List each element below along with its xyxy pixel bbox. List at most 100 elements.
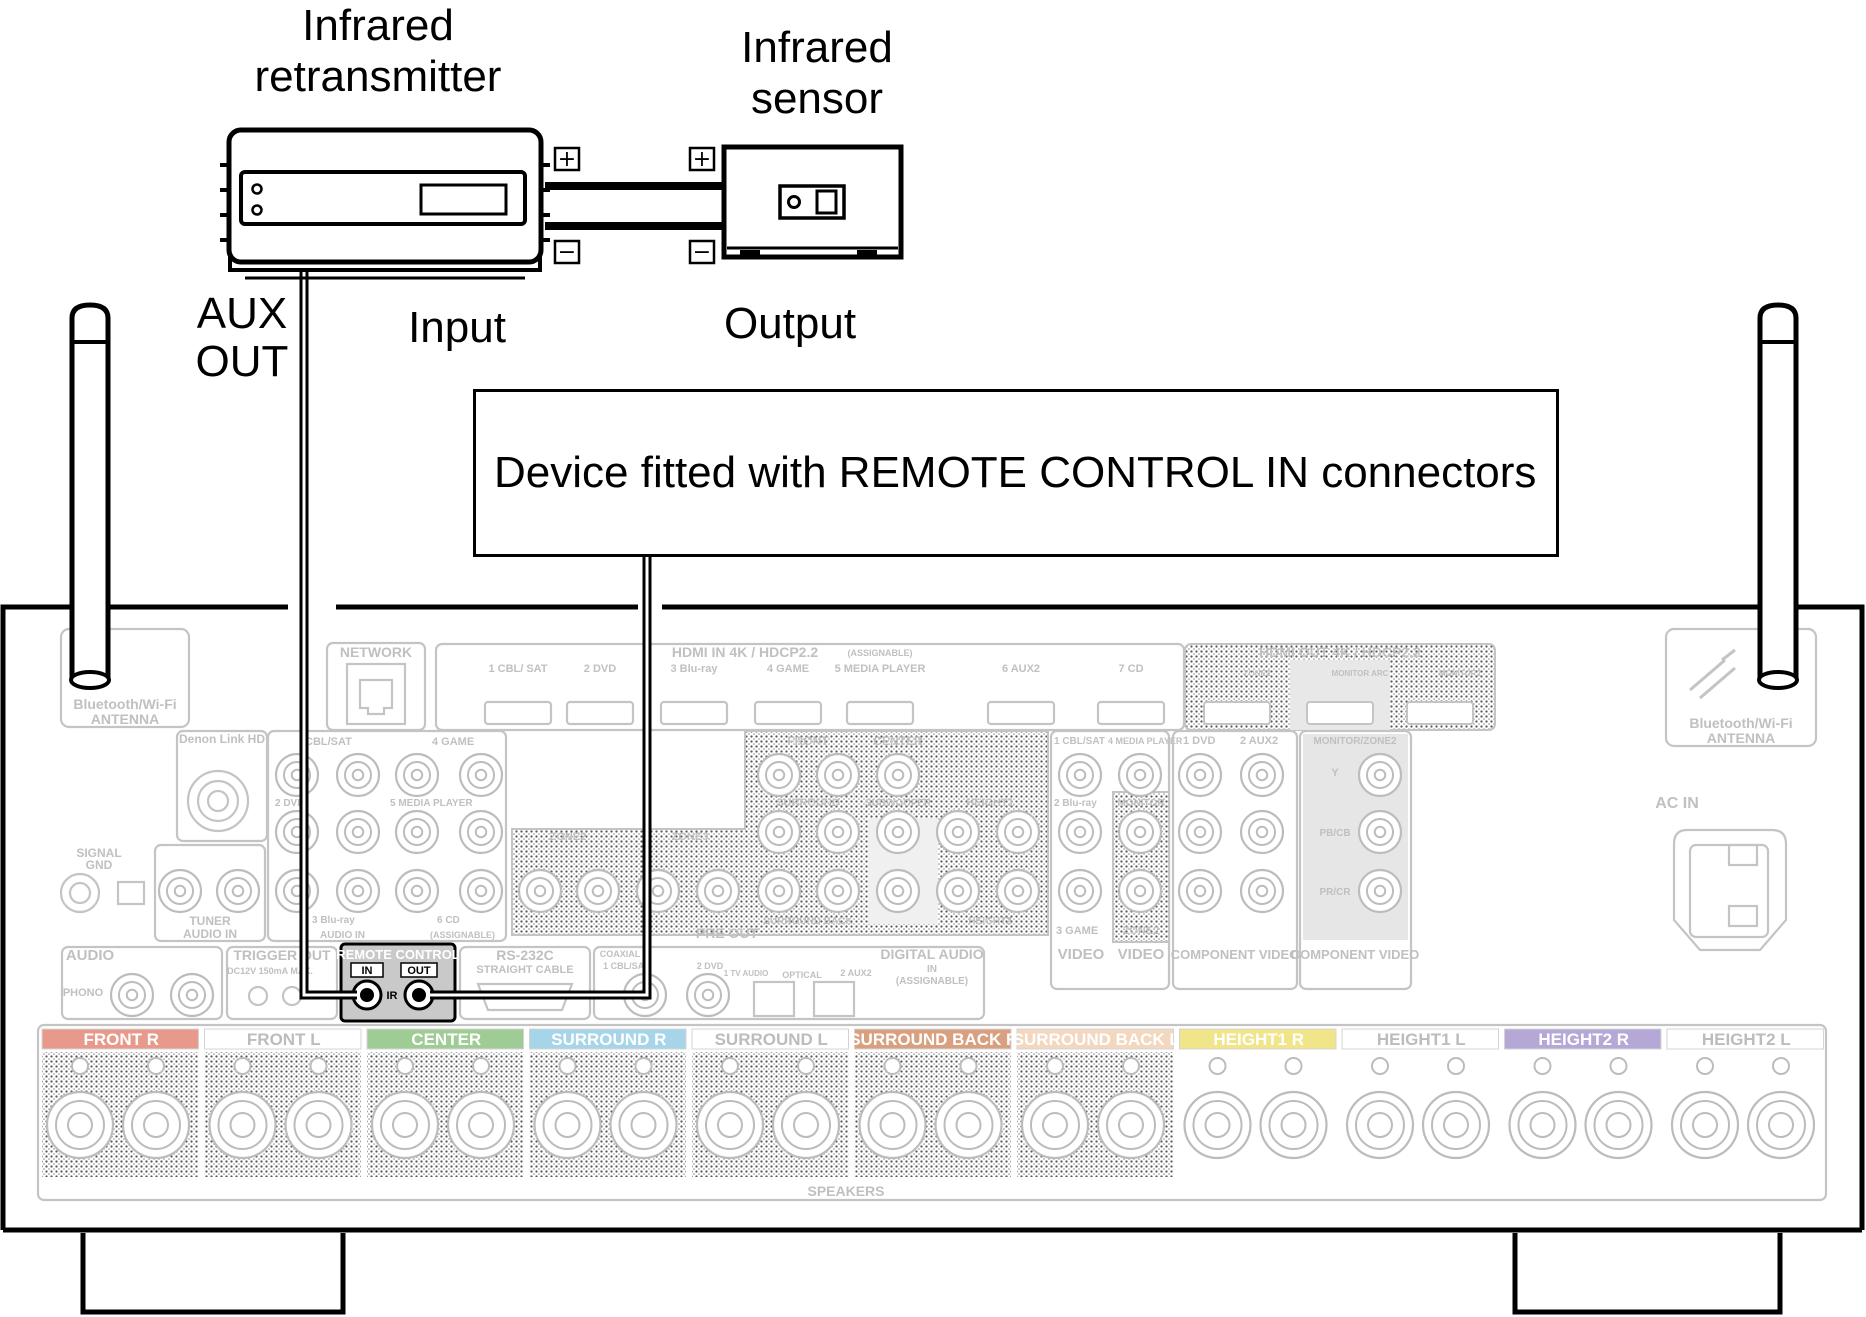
- rca-jack[interactable]: [1239, 868, 1285, 914]
- rca-jack[interactable]: [335, 809, 381, 855]
- hdmi-in-port[interactable]: [1096, 700, 1166, 726]
- speaker-terminal[interactable]: [1584, 1057, 1653, 1160]
- rca-jack[interactable]: [1117, 868, 1163, 914]
- analog-in-label-2: 4 GAME: [432, 736, 474, 748]
- rca-jack[interactable]: [1177, 752, 1223, 798]
- speaker-terminal[interactable]: [121, 1057, 191, 1160]
- speaker-terminal[interactable]: [1421, 1057, 1491, 1160]
- rca-jack[interactable]: [935, 809, 981, 855]
- rca-jack[interactable]: [1239, 809, 1285, 855]
- speaker-terminal[interactable]: [609, 1057, 678, 1160]
- rca-jack[interactable]: [1357, 809, 1403, 855]
- rca-jack[interactable]: [756, 809, 802, 855]
- video-in-3: 3 GAME: [1056, 925, 1098, 937]
- rca-jack[interactable]: [995, 809, 1041, 855]
- rca-jack[interactable]: [1117, 809, 1163, 855]
- component-video-in-label: COMPONENT VIDEO: [1171, 947, 1300, 962]
- rca-jack[interactable]: [1357, 868, 1403, 914]
- sensor-title-line-1: Infrared: [741, 23, 893, 72]
- rca-jack[interactable]: [109, 972, 155, 1018]
- rca-jack[interactable]: [274, 868, 320, 914]
- hdmi-in-port-label: 6 AUX2: [1002, 663, 1040, 675]
- ir-label: IR: [387, 990, 398, 1002]
- hdmi-in-port[interactable]: [565, 700, 635, 726]
- rca-jack[interactable]: [695, 868, 741, 914]
- hdmi-out-port[interactable]: [1203, 701, 1271, 725]
- rca-jack[interactable]: [875, 809, 921, 855]
- rca-jack[interactable]: [1057, 809, 1103, 855]
- speaker-terminal[interactable]: [446, 1057, 516, 1160]
- speaker-terminal[interactable]: [934, 1057, 1003, 1160]
- rca-jack[interactable]: [756, 868, 802, 914]
- hdmi-in-port-label: 1 CBL/ SAT: [488, 663, 547, 675]
- rca-jack[interactable]: [394, 809, 440, 855]
- rca-jack[interactable]: [458, 868, 504, 914]
- rca-jack[interactable]: [169, 972, 215, 1018]
- retransmitter-title: Infrared retransmitter: [238, 0, 518, 102]
- rca-jack[interactable]: [215, 868, 261, 914]
- rca-jack[interactable]: [1057, 868, 1103, 914]
- rca-jack[interactable]: [875, 868, 921, 914]
- rca-jack[interactable]: [274, 752, 320, 798]
- rca-jack[interactable]: [1357, 752, 1403, 798]
- speaker-terminal[interactable]: [1508, 1057, 1577, 1160]
- rca-jack[interactable]: [274, 809, 320, 855]
- rca-jack[interactable]: [1177, 868, 1223, 914]
- hdmi-out-port[interactable]: [1406, 701, 1474, 725]
- hdmi-out-port-label: MONITOR ARC: [1332, 669, 1389, 678]
- trigger-label: TRIGGER OUT: [233, 947, 331, 963]
- hdmi-in-port[interactable]: [986, 700, 1056, 726]
- speaker-terminal[interactable]: [858, 1057, 927, 1160]
- speaker-terminal[interactable]: [1020, 1057, 1090, 1160]
- rca-jack[interactable]: [517, 868, 563, 914]
- rca-jack[interactable]: [1177, 809, 1223, 855]
- rca-jack[interactable]: [335, 868, 381, 914]
- hdmi-in-port[interactable]: [753, 700, 823, 726]
- speaker-terminal[interactable]: [208, 1057, 277, 1160]
- rca-jack[interactable]: [875, 752, 921, 798]
- indicator-light-icon: [251, 183, 263, 195]
- rca-jack[interactable]: [335, 752, 381, 798]
- speaker-terminal[interactable]: [771, 1057, 841, 1160]
- hdmi-in-port[interactable]: [659, 700, 729, 726]
- speaker-terminal[interactable]: [533, 1057, 602, 1160]
- rca-jack[interactable]: [1117, 752, 1163, 798]
- speaker-terminal[interactable]: [370, 1057, 440, 1160]
- speaker-terminal[interactable]: [1259, 1057, 1328, 1160]
- plus-sign: +: [558, 147, 576, 172]
- rca-jack[interactable]: [575, 868, 621, 914]
- speaker-terminal[interactable]: [45, 1057, 115, 1160]
- hdmi-out-title: HDMI OUT 4K / HDCP2.2: [1259, 644, 1421, 660]
- speaker-terminal[interactable]: [1183, 1057, 1252, 1160]
- rca-jack[interactable]: [815, 809, 861, 855]
- left-antenna: [59, 302, 191, 729]
- speaker-terminal[interactable]: [1746, 1057, 1816, 1160]
- speaker-channel: CENTER: [366, 1028, 524, 1177]
- rca-jack[interactable]: [394, 752, 440, 798]
- rca-jack[interactable]: [458, 809, 504, 855]
- hdmi-in-port[interactable]: [845, 700, 915, 726]
- network-label: NETWORK: [340, 644, 412, 660]
- speaker-terminal[interactable]: [695, 1057, 765, 1160]
- speaker-terminal[interactable]: [1670, 1057, 1740, 1160]
- hdmi-in-assignable: (ASSIGNABLE): [848, 648, 913, 658]
- hdmi-out-port[interactable]: [1306, 701, 1374, 725]
- rca-jack[interactable]: [756, 752, 802, 798]
- rca-jack[interactable]: [815, 868, 861, 914]
- rca-jack[interactable]: [458, 752, 504, 798]
- rca-jack[interactable]: [995, 868, 1041, 914]
- hdmi-in-port[interactable]: [483, 700, 553, 726]
- rca-jack[interactable]: [1239, 752, 1285, 798]
- rca-jack[interactable]: [685, 972, 731, 1018]
- rca-jack[interactable]: [815, 752, 861, 798]
- pre-out-height2: HEIGHT2: [968, 916, 1012, 927]
- plus-terminal-icon: [553, 146, 581, 172]
- rca-jack[interactable]: [1057, 752, 1103, 798]
- digital-port-5: 2 AUX2: [840, 968, 871, 978]
- rca-jack[interactable]: [157, 868, 203, 914]
- speaker-terminal[interactable]: [284, 1057, 353, 1160]
- speaker-terminal[interactable]: [1096, 1057, 1166, 1160]
- rca-jack[interactable]: [394, 868, 440, 914]
- rca-jack[interactable]: [935, 868, 981, 914]
- speaker-terminal[interactable]: [1345, 1057, 1415, 1160]
